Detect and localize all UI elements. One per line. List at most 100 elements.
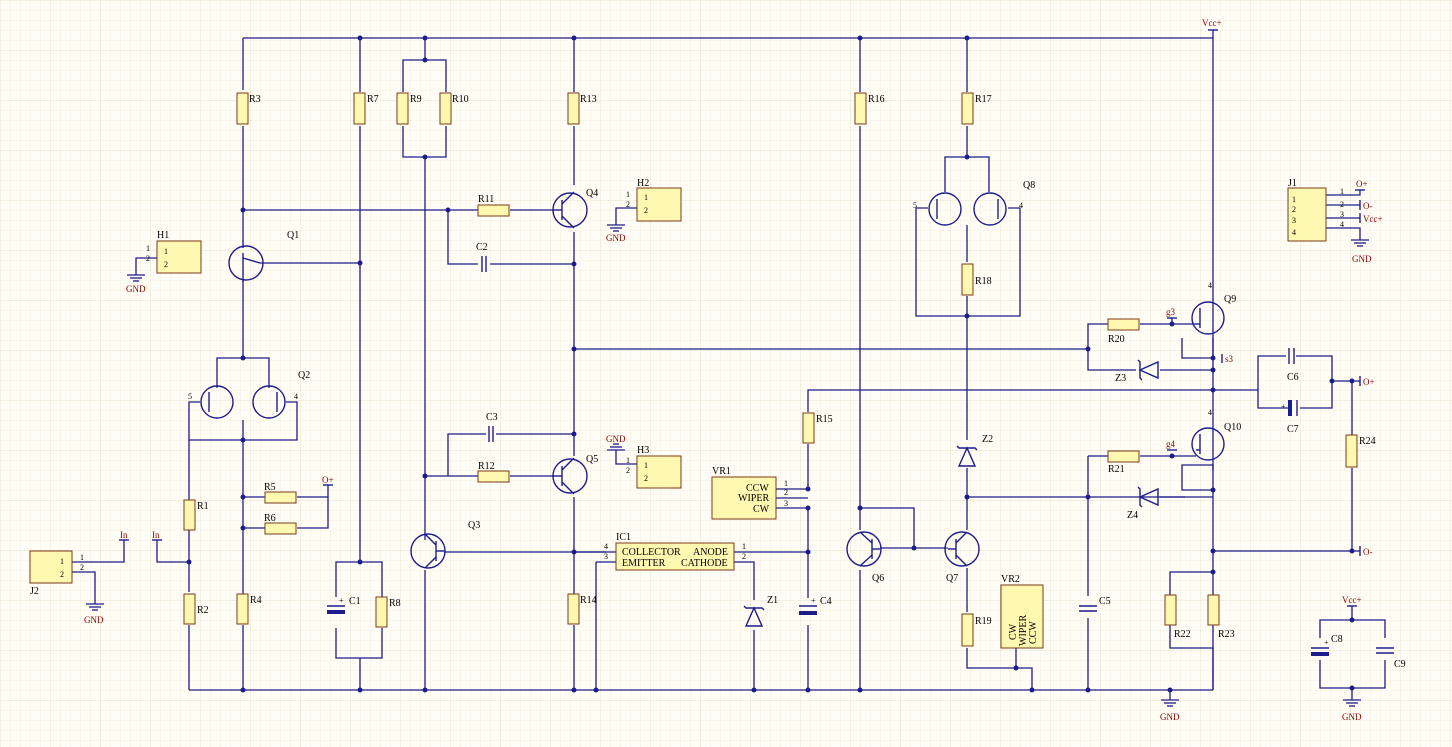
gnd-h1: GND — [126, 274, 146, 294]
header-h2[interactable]: 12 12 H2 — [626, 178, 682, 222]
svg-text:4: 4 — [1340, 220, 1344, 229]
resistor-r15[interactable]: R15 — [802, 412, 833, 444]
capacitor-c5[interactable]: C5 — [1079, 596, 1111, 612]
zener-z3[interactable]: Z3 — [1115, 359, 1159, 384]
zener-z2[interactable]: Z2 — [956, 434, 993, 467]
svg-text:Q2: Q2 — [298, 370, 310, 381]
svg-text:R21: R21 — [1108, 464, 1125, 475]
connectors: 12 12 H1 12 12 H2 12 12 H3 1 2 1 2 J2 12 3… — [29, 178, 1344, 649]
capacitor-c2[interactable]: C2 — [476, 242, 488, 272]
resistor-r6[interactable]: R6 — [264, 513, 297, 535]
transistor-q6[interactable]: Q6 — [846, 531, 884, 584]
svg-text:R14: R14 — [580, 595, 597, 606]
capacitor-c4[interactable]: C4+ — [799, 596, 832, 615]
transistor-q4[interactable]: Q4 — [552, 188, 598, 229]
svg-text:C9: C9 — [1394, 659, 1406, 670]
svg-text:+: + — [339, 596, 344, 605]
svg-text:CCW: CCW — [1028, 621, 1039, 644]
resistor-r8[interactable]: R8 — [375, 596, 401, 628]
svg-text:Q4: Q4 — [586, 188, 598, 199]
mosfet-q10[interactable]: Q10 4 — [1191, 408, 1241, 461]
svg-text:R15: R15 — [816, 414, 833, 425]
resistor-r14[interactable]: R14 — [567, 593, 597, 625]
transistor-q3[interactable]: Q3 — [410, 520, 480, 569]
resistor-r11[interactable]: R11 — [477, 194, 510, 217]
svg-text:C4: C4 — [820, 596, 832, 607]
o-minus-output-port: O- — [1359, 546, 1373, 557]
resistor-r4[interactable]: R4 — [236, 593, 262, 625]
resistor-r12[interactable]: R12 — [477, 461, 510, 483]
resistor-r2[interactable]: R2 — [183, 593, 209, 625]
svg-text:1: 1 — [146, 244, 150, 253]
resistor-r18[interactable]: R18 — [961, 263, 992, 296]
resistor-r24[interactable]: R24 — [1345, 434, 1376, 468]
header-h1[interactable]: 12 12 H1 — [146, 230, 202, 274]
transistor-q1[interactable]: Q1 — [228, 230, 299, 282]
svg-text:O-: O- — [1363, 201, 1373, 211]
mosfet-q9[interactable]: Q9 4 — [1191, 281, 1236, 335]
gnd-h3: GND — [606, 434, 626, 451]
svg-text:1: 1 — [60, 557, 64, 566]
resistor-r20[interactable]: R20 — [1107, 318, 1140, 345]
o-plus-port-r5: O+ — [322, 475, 334, 486]
resistor-r22[interactable]: R22 — [1164, 594, 1191, 640]
zener-z4[interactable]: Z4 — [1127, 486, 1159, 521]
svg-text:2: 2 — [644, 206, 648, 215]
svg-text:1: 1 — [1292, 195, 1296, 204]
capacitor-c8[interactable]: C8+ — [1311, 634, 1343, 656]
gnd-j1: GND — [1351, 239, 1372, 264]
svg-text:+: + — [1324, 638, 1329, 647]
resistor-r21[interactable]: R21 — [1107, 450, 1140, 475]
capacitor-c1[interactable]: C1+ — [327, 596, 361, 614]
svg-text:Q8: Q8 — [1023, 180, 1035, 191]
svg-text:R8: R8 — [389, 598, 401, 609]
svg-text:1: 1 — [626, 456, 630, 465]
svg-text:J2: J2 — [30, 586, 39, 597]
capacitor-c9[interactable]: C9 — [1376, 647, 1406, 670]
capacitor-c6[interactable]: C6 — [1287, 348, 1299, 383]
svg-text:H2: H2 — [637, 178, 649, 189]
resistor-r5[interactable]: R5 — [264, 482, 297, 504]
svg-text:4: 4 — [1019, 201, 1023, 210]
transistor-q5[interactable]: Q5 — [552, 454, 598, 495]
resistor-r1[interactable]: R1 — [183, 499, 209, 531]
svg-text:3: 3 — [784, 499, 788, 508]
trimmer-vr2[interactable]: CW WIPER CCW VR2 — [1000, 574, 1044, 649]
resistor-r9[interactable]: R9 — [396, 92, 422, 125]
svg-text:Q7: Q7 — [946, 573, 958, 584]
capacitor-c3[interactable]: C3 — [486, 412, 498, 442]
zener-z1[interactable]: Z1 — [743, 595, 778, 627]
junctions — [186, 35, 1355, 693]
j1-o-plus-port: O+ — [1355, 179, 1368, 191]
svg-text:R24: R24 — [1359, 436, 1376, 447]
resistor-r13[interactable]: R13 — [567, 92, 597, 125]
transistor-q7[interactable]: Q7 — [944, 531, 980, 584]
svg-text:Q6: Q6 — [872, 573, 884, 584]
svg-text:WIPER: WIPER — [1018, 615, 1029, 646]
gnd-main: GND — [1160, 699, 1180, 722]
svg-text:2: 2 — [80, 563, 84, 572]
resistor-r17[interactable]: R17 — [961, 92, 992, 125]
connector-j1[interactable]: 12 34 12 34 J1 — [1287, 178, 1344, 242]
resistor-r10[interactable]: R10 — [439, 92, 469, 125]
svg-text:4: 4 — [294, 392, 298, 401]
header-h3[interactable]: 12 12 H3 — [626, 445, 682, 489]
resistor-r23[interactable]: R23 — [1207, 594, 1235, 640]
svg-text:R9: R9 — [410, 94, 422, 105]
resistor-r16[interactable]: R16 — [854, 92, 885, 125]
svg-text:R22: R22 — [1174, 629, 1191, 640]
svg-text:GND: GND — [84, 615, 104, 625]
svg-text:GND: GND — [606, 434, 626, 444]
resistor-r7[interactable]: R7 — [353, 92, 379, 125]
resistor-r19[interactable]: R19 — [961, 613, 992, 647]
resistor-r3[interactable]: R3 — [236, 92, 261, 125]
capacitor-c7[interactable]: C7+ — [1281, 400, 1299, 435]
svg-text:4: 4 — [1208, 281, 1212, 290]
connector-j2[interactable]: 12 12 J2 — [29, 550, 84, 597]
